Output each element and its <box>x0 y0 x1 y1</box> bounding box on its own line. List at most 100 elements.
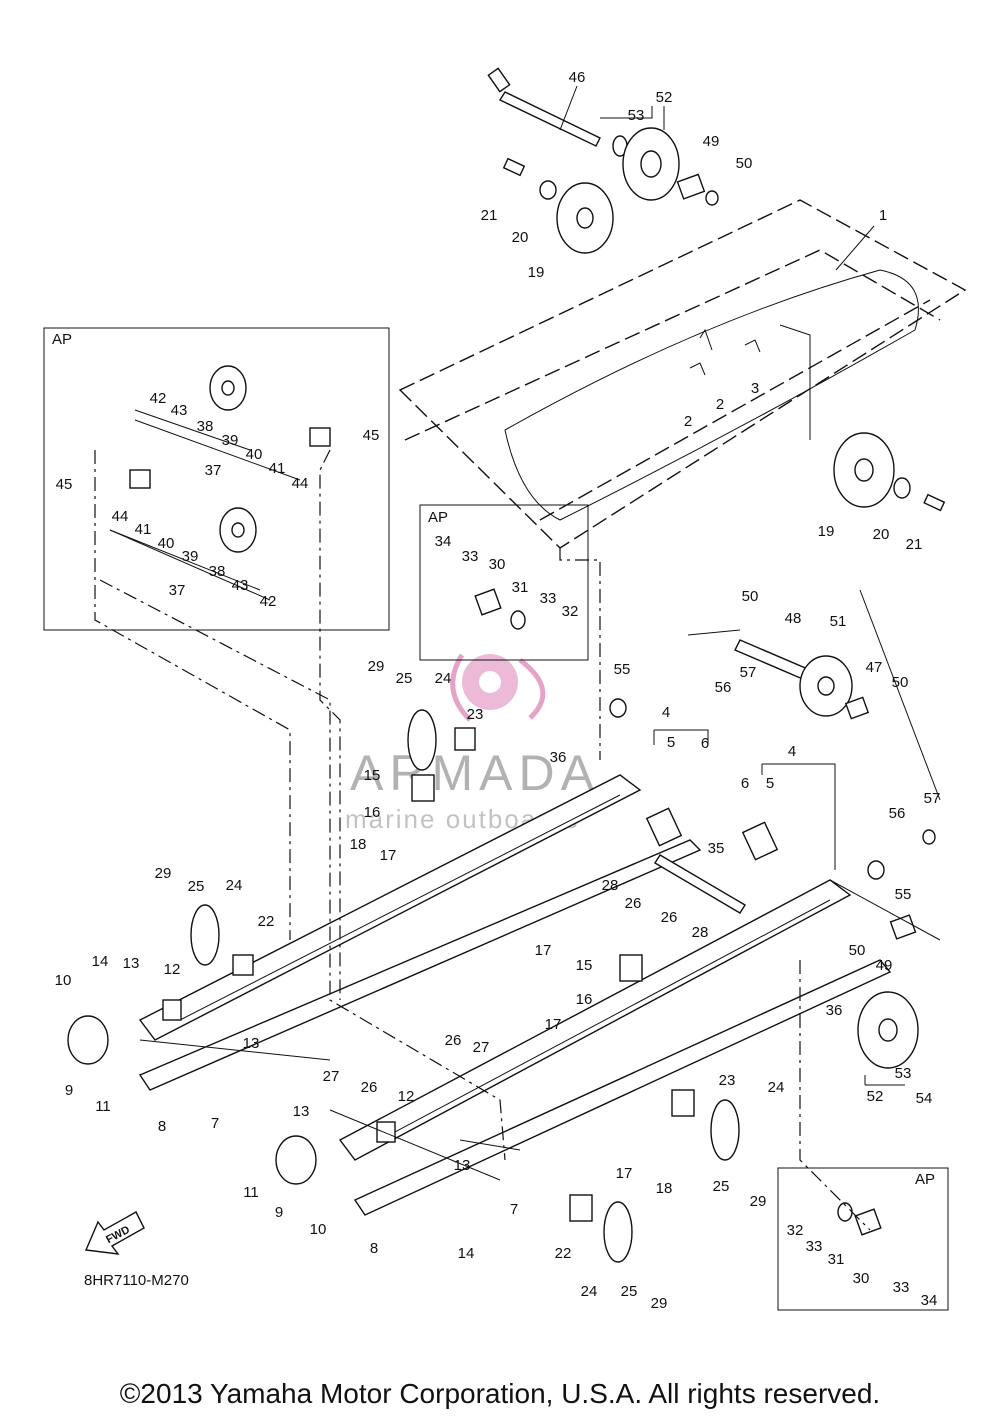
callout-22: 22 <box>258 913 275 930</box>
callout-40: 40 <box>246 446 263 463</box>
callout-11: 11 <box>95 1098 111 1115</box>
callout-31: 31 <box>828 1251 845 1268</box>
callout-5: 5 <box>766 775 774 792</box>
callout-11: 11 <box>243 1184 259 1201</box>
watermark-brand: ARMADA <box>350 745 600 801</box>
callout-54: 54 <box>916 1090 933 1107</box>
right-slide-rail <box>275 879 919 1263</box>
callout-56: 56 <box>715 679 732 696</box>
callout-43: 43 <box>171 402 188 419</box>
callout-13: 13 <box>123 955 140 972</box>
callout-26: 26 <box>361 1079 378 1096</box>
callout-38: 38 <box>197 418 214 435</box>
callout-8: 8 <box>158 1118 166 1135</box>
callout-33: 33 <box>806 1238 823 1255</box>
callout-50: 50 <box>736 155 753 172</box>
callout-26: 26 <box>445 1032 462 1049</box>
callout-44: 44 <box>292 475 309 492</box>
callout-27: 27 <box>473 1039 490 1056</box>
callout-4: 4 <box>662 704 670 721</box>
callout-19: 19 <box>528 264 545 281</box>
callout-10: 10 <box>55 972 72 989</box>
callout-43: 43 <box>232 577 249 594</box>
callout-23: 23 <box>467 706 484 723</box>
callout-17: 17 <box>535 942 552 959</box>
callout-9: 9 <box>65 1082 73 1099</box>
callout-5: 5 <box>667 734 675 751</box>
callout-3: 3 <box>751 380 759 397</box>
callout-36: 36 <box>826 1002 843 1019</box>
callout-47: 47 <box>866 659 883 676</box>
diagram-code: 8HR7110-M270 <box>84 1272 189 1289</box>
callout-30: 30 <box>853 1270 870 1287</box>
callout-28: 28 <box>692 924 709 941</box>
callout-45: 45 <box>363 427 380 444</box>
callout-24: 24 <box>768 1079 785 1096</box>
callout-42: 42 <box>150 390 167 407</box>
callout-41: 41 <box>135 521 152 538</box>
callout-29: 29 <box>750 1193 767 1210</box>
ap-box-center: AP <box>419 504 589 661</box>
callout-labels: 46 52 53 49 50 21 20 19 1 2 2 3 19 20 21… <box>55 69 941 1312</box>
callout-2: 2 <box>684 413 692 430</box>
callout-36: 36 <box>550 749 567 766</box>
ap-box-right: AP <box>777 1167 949 1311</box>
callout-38: 38 <box>209 563 226 580</box>
leader-lines <box>94 85 941 1231</box>
callout-57: 57 <box>924 790 941 807</box>
callout-40: 40 <box>158 535 175 552</box>
callout-29: 29 <box>155 865 172 882</box>
ap-label-right: AP <box>915 1171 935 1188</box>
callout-20: 20 <box>873 526 890 543</box>
callout-53: 53 <box>628 107 645 124</box>
callout-4: 4 <box>788 743 796 760</box>
ap-box-left: AP <box>43 327 390 631</box>
callout-49: 49 <box>876 957 893 974</box>
fwd-arrow-icon: FWD <box>84 1211 145 1255</box>
callout-7: 7 <box>510 1201 518 1218</box>
callout-29: 29 <box>651 1295 668 1312</box>
callout-32: 32 <box>562 603 579 620</box>
callout-56: 56 <box>889 805 906 822</box>
callout-33: 33 <box>462 548 479 565</box>
callout-17: 17 <box>545 1016 562 1033</box>
callout-21: 21 <box>481 207 498 224</box>
callout-2: 2 <box>716 396 724 413</box>
callout-15: 15 <box>364 767 381 784</box>
callout-26: 26 <box>661 909 678 926</box>
callout-10: 10 <box>310 1221 327 1238</box>
callout-52: 52 <box>867 1088 884 1105</box>
callout-25: 25 <box>713 1178 730 1195</box>
callout-28: 28 <box>602 877 619 894</box>
callout-34: 34 <box>921 1292 938 1309</box>
callout-16: 16 <box>576 991 593 1008</box>
upper-idler-assembly <box>487 67 946 512</box>
callout-17: 17 <box>380 847 397 864</box>
callout-37: 37 <box>169 582 186 599</box>
callout-25: 25 <box>621 1283 638 1300</box>
callout-46: 46 <box>569 69 586 86</box>
callout-24: 24 <box>435 670 452 687</box>
center-parts <box>407 639 936 982</box>
callout-32: 32 <box>787 1222 804 1239</box>
callout-34: 34 <box>435 533 452 550</box>
copyright-notice: ©2013 Yamaha Motor Corporation, U.S.A. A… <box>119 1378 881 1409</box>
callout-14: 14 <box>458 1245 475 1262</box>
callout-13: 13 <box>293 1103 310 1120</box>
callout-39: 39 <box>182 548 199 565</box>
callout-57: 57 <box>740 664 757 681</box>
callout-29: 29 <box>368 658 385 675</box>
callout-31: 31 <box>512 579 529 596</box>
callout-19: 19 <box>818 523 835 540</box>
callout-33: 33 <box>893 1279 910 1296</box>
callout-50: 50 <box>892 674 909 691</box>
ap-label-center: AP <box>428 509 448 526</box>
callout-37: 37 <box>205 462 222 479</box>
track-suspension-diagram: ARMADA marine outboards AP <box>43 67 967 1312</box>
callout-18: 18 <box>656 1180 673 1197</box>
callout-25: 25 <box>396 670 413 687</box>
callout-18: 18 <box>350 836 367 853</box>
callout-23: 23 <box>719 1072 736 1089</box>
callout-27: 27 <box>323 1068 340 1085</box>
callout-51: 51 <box>830 613 847 630</box>
